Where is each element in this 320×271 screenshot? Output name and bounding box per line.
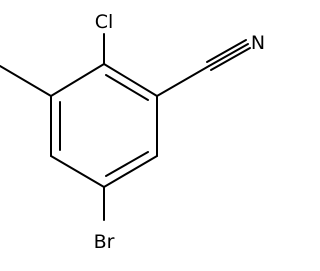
- ring-bond-c3-c4: [103, 155, 158, 188]
- ring-bond-c1-c2: [103, 63, 158, 97]
- ring-bond-c6-c1: [50, 63, 105, 97]
- nitrile-triple-bond-line-2: [206, 39, 247, 63]
- bond-c6-methyl: [0, 65, 52, 97]
- ring-inner-bond-c1-c2: [105, 74, 149, 101]
- molecule-diagram: Cl N Br: [0, 11, 265, 253]
- nitrogen-label: N: [251, 32, 265, 54]
- ring-bond-c4-c5: [50, 155, 105, 188]
- chlorine-label: Cl: [95, 11, 114, 33]
- bond-layer: [0, 33, 251, 221]
- nitrile-triple-bond-line-3: [210, 47, 251, 71]
- ring-inner-bond-c3-c4: [105, 151, 149, 177]
- nitrile-triple-bond-line-1: [208, 43, 249, 67]
- molecule-drawing: Cl N Br: [0, 11, 265, 253]
- bromine-label: Br: [94, 231, 115, 253]
- bond-c2-nitrile-carbon: [156, 65, 210, 97]
